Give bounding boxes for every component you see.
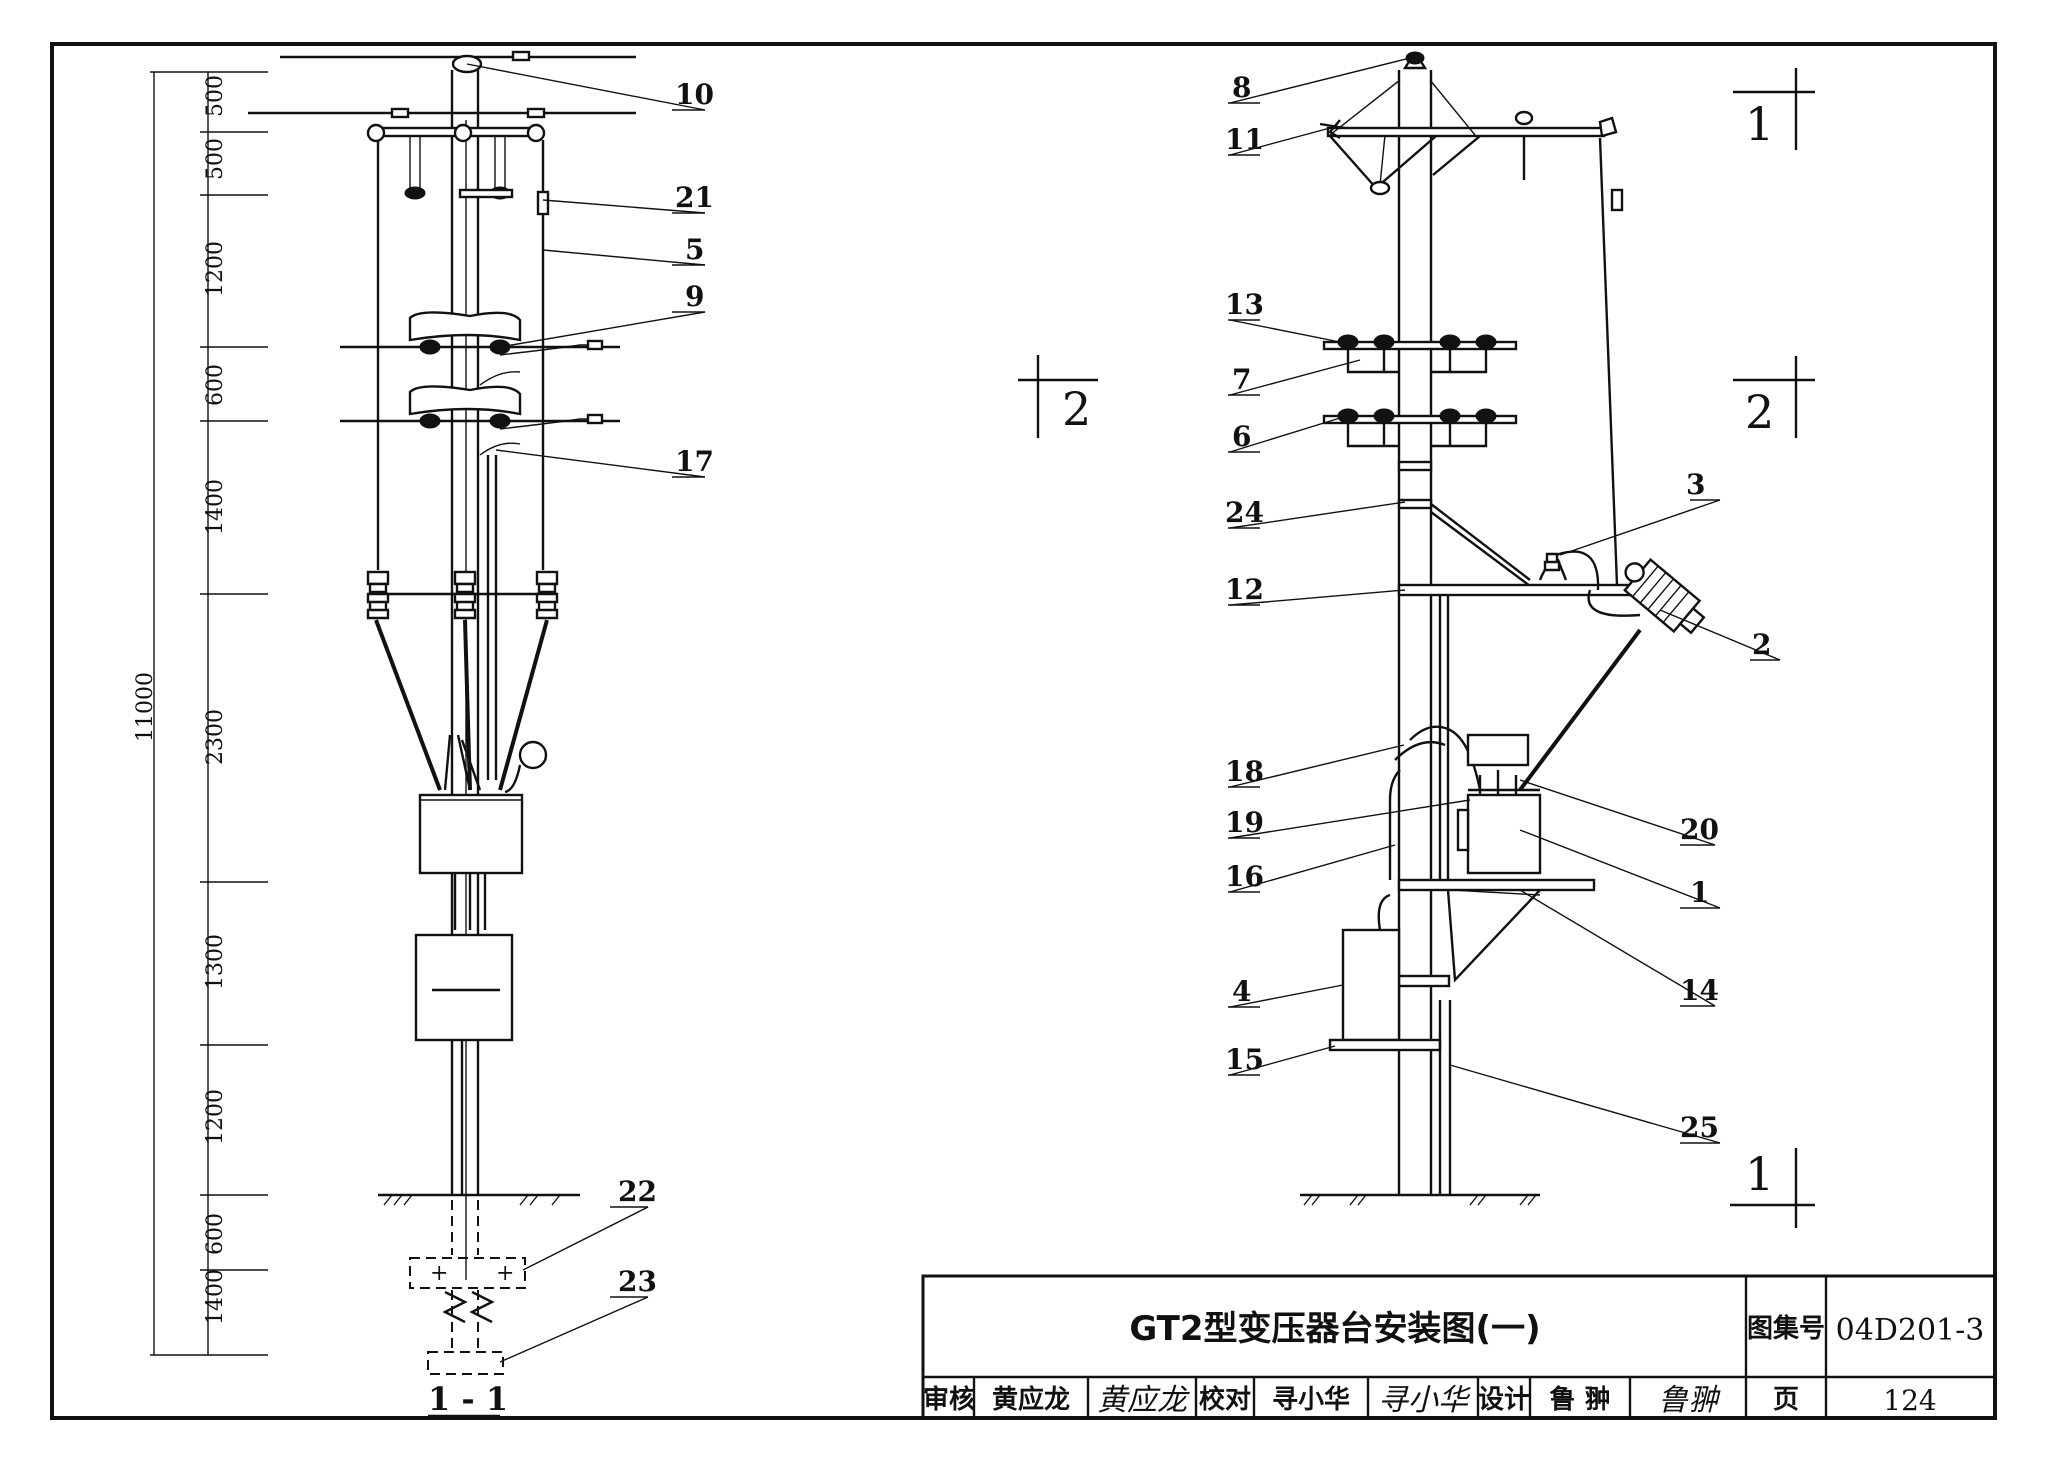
section-mark-1-bottom: 1 — [1730, 1147, 1815, 1228]
design-label: 设计 — [1478, 1385, 1530, 1415]
svg-text:+: + — [496, 1261, 514, 1286]
section-mark-label: 1 — [1745, 97, 1774, 151]
callout-21: 21 — [675, 181, 714, 214]
check-label: 校对 — [1199, 1384, 1251, 1415]
callout-1: 1 — [1690, 876, 1709, 909]
page-number: 124 — [1883, 1384, 1936, 1417]
fuse-cutout — [366, 570, 390, 620]
dim-label: 1400 — [203, 1269, 228, 1325]
transformer-conservator — [1466, 733, 1530, 767]
atlas-number: 04D201-3 — [1836, 1313, 1985, 1348]
checker-signature: 寻小华 — [1378, 1383, 1471, 1418]
lv-rack-upper — [1322, 334, 1518, 374]
callout-11: 11 — [1225, 123, 1264, 156]
dim-label: 2300 — [203, 709, 228, 765]
callout-19: 19 — [1225, 806, 1264, 839]
callout-2: 2 — [1752, 628, 1771, 661]
designer-name: 鲁 翀 — [1549, 1385, 1610, 1415]
atlas-label: 图集号 — [1747, 1313, 1825, 1344]
callout-18: 18 — [1225, 755, 1264, 788]
section-label: 1 - 1 — [428, 1380, 508, 1418]
callout-3: 3 — [1686, 468, 1705, 501]
dim-label: 500 — [203, 75, 228, 117]
review-label: 审核 — [923, 1384, 975, 1415]
low-voltage-box — [1341, 928, 1401, 1042]
dim-label: 1200 — [203, 241, 228, 297]
drawing-frame — [50, 42, 1997, 1420]
designer-signature: 鲁翀 — [1658, 1383, 1721, 1418]
callout-6: 6 — [1232, 420, 1251, 453]
reviewer-signature: 黄应龙 — [1097, 1383, 1190, 1418]
section-mark-label: 1 — [1745, 1147, 1774, 1201]
dim-label: 1300 — [203, 934, 228, 990]
section-mark-1-top: 1 — [1733, 68, 1815, 151]
svg-text:+: + — [430, 1261, 448, 1286]
title-block: GT2型变压器台安装图(一) 图集号 04D201-3 页 124 审核 黄应龙… — [921, 1274, 1997, 1420]
callout-25: 25 — [1680, 1111, 1719, 1144]
callout-16: 16 — [1225, 860, 1264, 893]
fuse-cutout — [453, 570, 477, 620]
distribution-box — [414, 933, 514, 1042]
dim-label: 600 — [203, 1213, 228, 1255]
callout-17: 17 — [675, 445, 714, 478]
total-height-label: 11000 — [133, 672, 158, 742]
page-label: 页 — [1773, 1385, 1799, 1415]
dim-label: 600 — [203, 364, 228, 406]
section-mark-2-right: 2 — [1733, 356, 1815, 439]
fuse-cutout — [535, 570, 559, 620]
callout-20: 20 — [1680, 813, 1719, 846]
reviewer-name: 黄应龙 — [992, 1384, 1070, 1415]
drawing-title: GT2型变压器台安装图(一) — [1129, 1309, 1540, 1349]
callout-4: 4 — [1232, 975, 1251, 1008]
dim-label: 1200 — [203, 1089, 228, 1145]
callout-24: 24 — [1225, 496, 1264, 529]
transformer-tank — [418, 793, 524, 875]
surge-arrester — [1538, 550, 1600, 591]
callout-5: 5 — [685, 233, 704, 266]
callout-14: 14 — [1680, 974, 1719, 1007]
callout-22: 22 — [618, 1175, 657, 1208]
callout-7: 7 — [1232, 363, 1251, 396]
elevation-view: 8 11 13 7 6 24 12 18 19 16 4 15 3 2 20 1… — [1225, 51, 1815, 1228]
callout-12: 12 — [1225, 573, 1264, 606]
checker-name: 寻小华 — [1272, 1384, 1350, 1415]
dim-label: 1400 — [203, 479, 228, 535]
callout-10: 10 — [675, 78, 714, 111]
callout-8: 8 — [1232, 71, 1251, 104]
dimension-labels: 500 500 1200 600 1400 2300 1300 1200 600… — [133, 75, 228, 1325]
section-mark-label: 2 — [1062, 382, 1091, 436]
section-1-1-view: 500 500 1200 600 1400 2300 1300 1200 600… — [133, 50, 714, 1418]
callout-9: 9 — [685, 280, 704, 313]
callout-13: 13 — [1225, 288, 1264, 321]
section-mark-label: 2 — [1745, 385, 1774, 439]
lv-rack-lower — [1322, 408, 1518, 448]
callout-23: 23 — [618, 1265, 657, 1298]
section-mark-2-left: 2 — [1018, 355, 1098, 438]
callout-15: 15 — [1225, 1043, 1264, 1076]
dimension-chain — [150, 71, 268, 1356]
dim-label: 500 — [203, 138, 228, 180]
